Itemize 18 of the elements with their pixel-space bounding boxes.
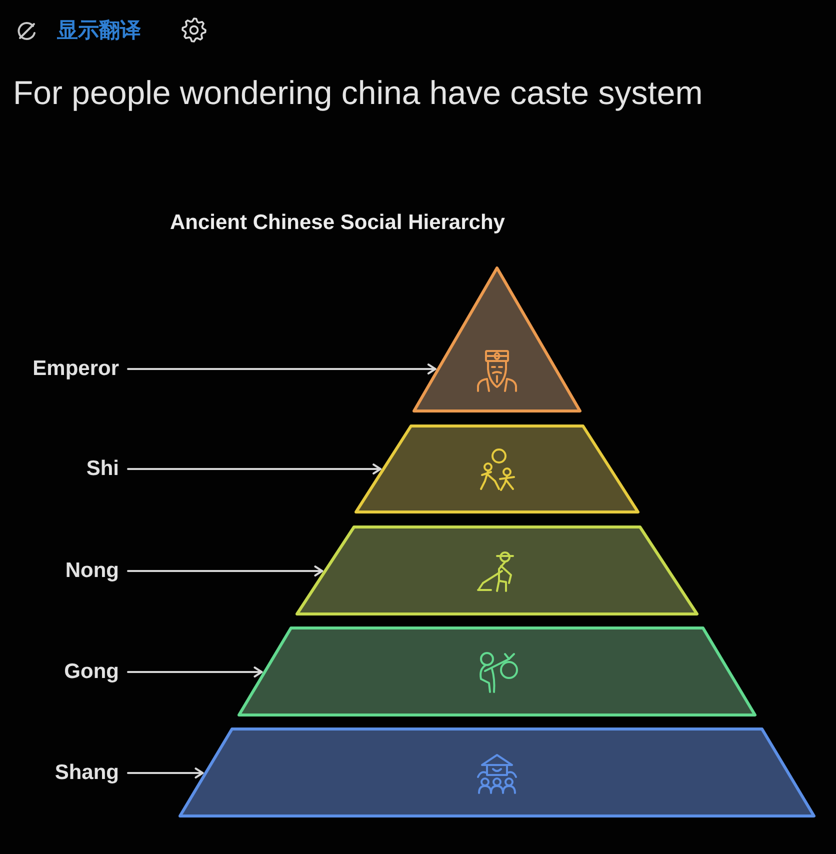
arrow (127, 768, 204, 778)
arrow (127, 464, 382, 474)
tier-label: Nong (65, 559, 119, 583)
show-translation-link: 显示翻译 (57, 17, 141, 43)
pyramid-tier (353, 423, 641, 515)
pyramid-tier (236, 625, 758, 718)
tier-label: Shi (86, 457, 119, 481)
tier-label: Shang (54, 761, 119, 785)
arrow (127, 666, 263, 678)
pyramid-tier (294, 524, 700, 617)
diagram-title: Ancient Chinese Social Hierarchy (170, 210, 505, 236)
tier-label: Gong (64, 660, 119, 684)
tier-label: Emperor (32, 357, 119, 381)
pyramid-tier (411, 265, 583, 414)
arrow (127, 364, 436, 374)
pyramid-tier (177, 726, 817, 819)
post-text: For people wondering china have caste system (13, 74, 703, 112)
arrow (127, 566, 324, 576)
